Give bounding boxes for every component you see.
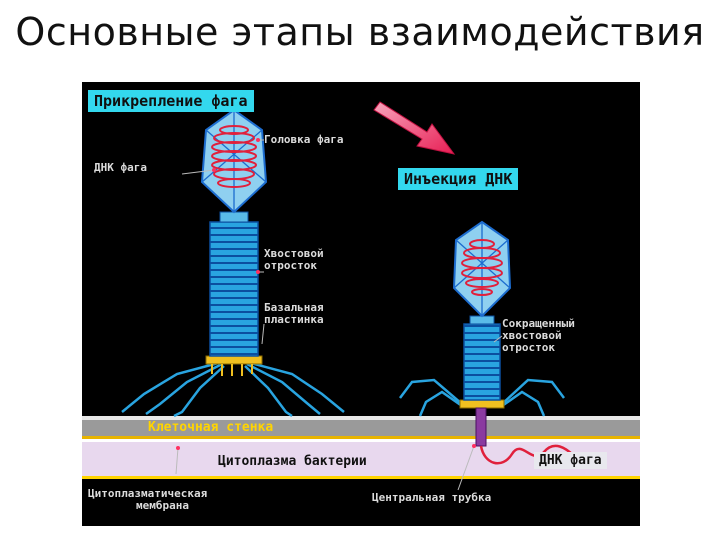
label-tail-sheath: Хвостовой отросток — [264, 247, 324, 272]
transition-arrow — [373, 101, 456, 155]
label-cell-wall: Клеточная стенка — [148, 420, 274, 435]
slide-title: Основные этапы взаимодействия — [15, 10, 705, 54]
injected-dna — [479, 444, 575, 465]
label-base-plate: Базальная пластинка — [264, 301, 324, 326]
label-contracted-tail: Сокращенный хвостовой отросток — [502, 317, 575, 354]
phage-attached — [121, 108, 345, 418]
cell-wall-band — [82, 420, 640, 436]
stage-injection-title: Инъекция ДНК — [398, 168, 519, 190]
phage-diagram: Прикрепление фага Инъекция ДНК Головка ф… — [82, 82, 640, 526]
stage-attachment-title: Прикрепление фага — [88, 90, 254, 112]
label-membrane: Цитоплазматическая мембрана — [88, 487, 208, 512]
tail-sheath — [209, 221, 259, 357]
label-injected-dna: ДНК фага — [534, 452, 607, 469]
label-cytoplasm: Цитоплазма бактерии — [218, 454, 367, 469]
phage-dna-coil — [211, 125, 257, 188]
label-central-tube: Центральная трубка — [372, 491, 492, 504]
phage-injecting — [175, 220, 575, 491]
label-phage-dna: ДНК фага — [94, 161, 147, 174]
label-head: Головка фага — [264, 133, 344, 146]
